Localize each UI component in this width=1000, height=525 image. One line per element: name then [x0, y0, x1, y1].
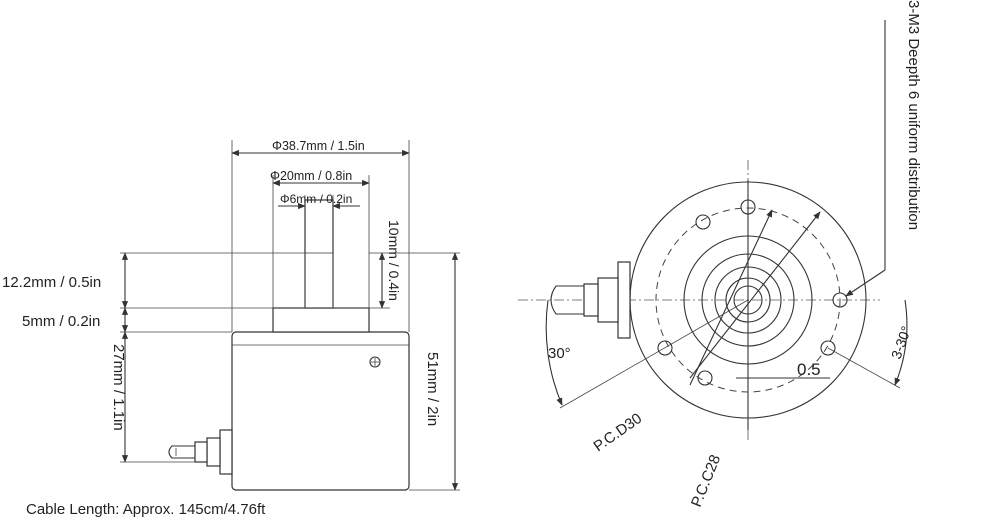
shaft-flat — [304, 252, 334, 309]
label-pcd30: P.C.D30 — [591, 410, 646, 455]
label-shaft-diameter: Φ6mm / 0.2in — [280, 192, 352, 206]
angle-ray-right — [827, 347, 901, 389]
label-body-diameter: Φ38.7mm / 1.5in — [272, 139, 365, 153]
mounting-holes — [657, 199, 848, 386]
pcd-leader — [689, 209, 773, 386]
cable-gland — [168, 429, 233, 475]
label-boss-height: 5mm / 0.2in — [22, 313, 100, 330]
label-pcc28: P.C.C28 — [688, 452, 724, 509]
angle-arc-right — [894, 299, 908, 386]
label-angle-left: 30° — [548, 345, 571, 362]
label-shaft-length: 12.2mm / 0.5in — [2, 274, 101, 291]
mounting-hole-icon — [697, 370, 713, 386]
mounting-hole-icon — [657, 340, 673, 356]
label-angle-right: 3-30° — [888, 324, 915, 361]
label-total-height: 51mm / 2in — [424, 352, 441, 426]
label-flat-depth: 0.5 — [797, 360, 821, 379]
pcc-diagonal — [689, 211, 821, 379]
label-cable-length: Cable Length: Approx. 145cm/4.76ft — [26, 501, 266, 518]
mounting-hole-icon — [820, 340, 836, 356]
mounting-hole-icon — [695, 214, 711, 230]
label-flat-length: 10mm / 0.4in — [386, 220, 402, 301]
mounting-hole-icon — [832, 292, 848, 308]
encoder-shaft — [304, 199, 334, 309]
label-boss-diameter: Φ20mm / 0.8in — [270, 169, 352, 183]
encoder-body — [231, 331, 410, 491]
side-view: Φ38.7mm / 1.5in Φ20mm / 0.8in Φ6mm / 0.2… — [2, 139, 460, 518]
label-body-height: 27mm / 1.1in — [110, 344, 127, 431]
angle-ray-left — [559, 299, 749, 409]
angle-arc-left — [545, 299, 563, 406]
body-screw-icon — [369, 356, 381, 368]
front-view: 3-M3 Deepth 6 uniform distribution 30° 3… — [518, 0, 922, 509]
cable-boss-front — [550, 261, 631, 339]
encoder-boss — [272, 307, 370, 333]
label-mounting-note: 3-M3 Deepth 6 uniform distribution — [905, 0, 922, 230]
mounting-note-arrow — [845, 269, 886, 297]
